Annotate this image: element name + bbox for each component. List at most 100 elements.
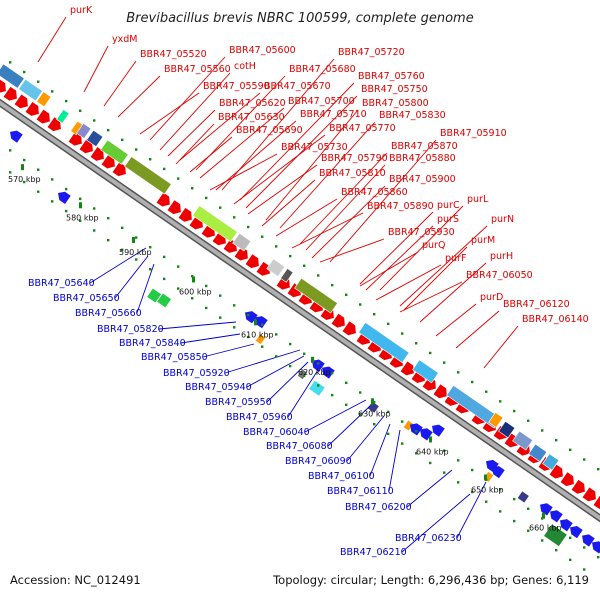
guide-dot [541,429,544,432]
leader-line [319,238,385,263]
reverse-gene-arrow [560,519,573,532]
guide-dot [65,99,68,103]
leader-line [159,72,231,151]
tick-label: 640 kbp [416,447,449,456]
gene-label-reverse: BBR47_05820 [97,324,164,335]
guide-dot [191,275,194,278]
forward-gene-arrow [433,384,447,399]
guide-dot [401,442,404,445]
forward-gene-arrow [101,154,115,169]
forward-gene-arrow [549,464,563,479]
guide-dot [135,258,138,261]
reverse-gene-arrow [322,366,335,379]
guide-dot [289,364,292,368]
guide-dot [219,206,222,209]
guide-dot [513,519,516,523]
gene-label-reverse: BBR47_05640 [28,278,95,289]
gene-label-forward: purD [480,292,503,303]
forward-gene-arrow [400,361,414,376]
guide-dot [569,558,572,562]
guide-dot [51,90,54,93]
leader-line [117,75,161,118]
guide-dot [583,546,586,549]
gene-label-reverse: BBR47_05660 [75,308,142,319]
leader-line [279,121,376,229]
guide-dot [331,393,334,397]
gene-label-reverse: BBR47_06230 [395,533,462,544]
scale-tick [192,276,195,283]
reverse-gene-arrow [486,459,499,473]
leader-line [89,247,147,284]
forward-gene-arrow [331,313,345,328]
forward-gene-arrow [342,321,356,336]
gene-label-forward: purK [70,5,93,16]
leader-line [401,493,471,553]
leader-line [329,139,437,263]
gene-label-reverse: BBR47_06210 [340,547,407,558]
guide-dot [471,490,474,494]
gene-label-forward: BBR47_06050 [466,270,533,281]
leader-line [265,109,359,221]
guide-dot [37,168,40,171]
guide-dot [345,381,348,385]
leader-line [455,310,500,349]
gene-label-reverse: BBR47_05960 [226,412,293,423]
guide-dot [345,293,348,297]
guide-dot [303,352,306,355]
gene-label-forward: BBR47_05810 [319,168,386,179]
reverse-gene-arrow [157,293,172,308]
leader-line [103,60,137,107]
guide-dot [569,536,572,540]
guide-dot [597,468,600,471]
guide-dot [261,345,264,348]
guide-dot [93,207,96,210]
gene-label-forward: purN [491,214,514,225]
label-leader-lines [37,16,519,553]
map-title: Brevibacillus brevis NBRC 100599, comple… [126,11,473,26]
tick-label: 570 kbp [8,175,41,184]
guide-dot [387,322,390,326]
tick-label: 590 kbp [119,248,152,257]
gene-label-forward: BBR47_05520 [140,49,207,60]
feature-block [192,205,238,243]
guide-dot [513,497,516,501]
feature-block [56,109,70,124]
forward-gene-arrow [0,79,6,94]
forward-gene-arrow [112,162,126,177]
guide-dot [233,216,236,219]
guide-dot [527,507,530,510]
guide-dot [373,401,376,404]
gene-label-forward: BBR47_05590 [203,81,270,92]
guide-dot [93,119,96,122]
reverse-gene-arrow [147,288,162,303]
guide-dot [163,277,166,281]
guide-dot [191,297,194,300]
forward-gene-arrow [156,192,170,207]
guide-dot [457,459,460,462]
gene-label-forward: BBR47_05710 [300,109,367,120]
guide-dot [79,219,82,222]
reverse-gene-arrow [550,510,563,523]
guide-dot [443,449,446,452]
guide-dot [345,403,348,407]
genome-backbone [0,98,600,523]
guide-dot [177,265,180,268]
gene-label-forward: purH [490,251,513,262]
forward-gene-arrow [593,495,600,509]
reverse-gene-arrow [432,424,445,437]
guide-dot [149,268,152,271]
guide-dot [177,287,180,290]
guide-dot [205,284,208,288]
guide-dot [471,380,474,384]
gene-label-reverse: BBR47_05950 [205,397,272,408]
forward-gene-arrow [560,472,574,487]
gene-label-forward: purS [437,214,459,225]
leader-line [179,92,261,161]
gene-label-forward: BBR47_05870 [391,141,458,152]
guide-dot [569,448,572,452]
guide-dot [261,235,264,238]
guide-dot [387,432,390,436]
forward-gene-arrow [3,86,17,101]
tick-label: 630 kbp [358,409,391,418]
